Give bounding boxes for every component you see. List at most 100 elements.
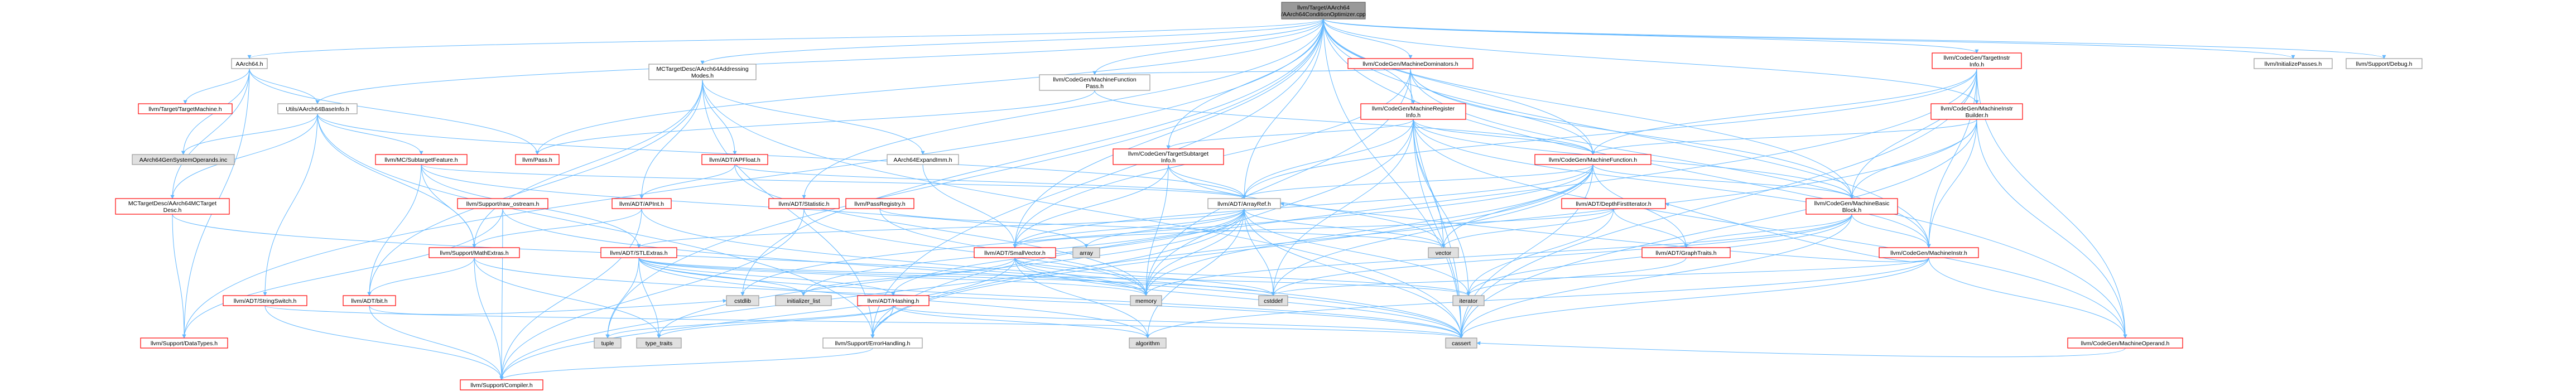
dependency-edge bbox=[605, 305, 894, 339]
node-label: llvm/ADT/SmallVector.h bbox=[984, 250, 1046, 257]
graph-node-apfloat[interactable]: llvm/ADT/APFloat.h bbox=[701, 154, 768, 165]
graph-node-statistic[interactable]: llvm/ADT/Statistic.h bbox=[768, 198, 840, 209]
graph-node-aarch64gensysop[interactable]: AArch64GenSystemOperands.inc bbox=[132, 154, 235, 165]
graph-node-expandimm[interactable]: AArch64ExpandImm.h bbox=[887, 154, 959, 165]
graph-node-smallvector[interactable]: llvm/ADT/SmallVector.h bbox=[974, 247, 1056, 258]
dependency-edge bbox=[1592, 164, 1854, 199]
dependency-edge bbox=[182, 208, 503, 339]
graph-node-root[interactable]: llvm/Target/AArch64/AArch64ConditionOpti… bbox=[1281, 2, 1366, 20]
dependency-edge bbox=[638, 257, 1463, 339]
graph-node-stlextras[interactable]: llvm/ADT/STLExtras.h bbox=[600, 247, 677, 258]
graph-node-algorithm[interactable]: algorithm bbox=[1129, 337, 1167, 349]
node-box bbox=[277, 103, 358, 114]
node-label: llvm/InitializePasses.h bbox=[2265, 61, 2322, 67]
node-box bbox=[428, 247, 520, 258]
graph-node-mdominators[interactable]: llvm/CodeGen/MachineDominators.h bbox=[1347, 58, 1474, 69]
dependency-edge bbox=[499, 208, 805, 380]
dependency-edge bbox=[264, 305, 504, 380]
node-label: Utils/AArch64BaseInfo.h bbox=[286, 106, 349, 113]
graph-node-aarch64baseinfo[interactable]: Utils/AArch64BaseInfo.h bbox=[277, 103, 358, 114]
node-box bbox=[594, 337, 622, 349]
dependency-edge bbox=[1244, 208, 1275, 296]
dependency-edge bbox=[421, 164, 1089, 248]
graph-node-array[interactable]: array bbox=[1072, 247, 1100, 258]
dependency-edge bbox=[369, 298, 727, 315]
dependency-edge bbox=[1410, 68, 1931, 248]
graph-node-dfiterator[interactable]: llvm/ADT/DepthFirstIterator.h bbox=[1561, 198, 1666, 209]
dependency-edge bbox=[1084, 208, 1245, 248]
graph-node-memory[interactable]: memory bbox=[1130, 295, 1162, 306]
graph-node-debug[interactable]: llvm/Support/Debug.h bbox=[2346, 58, 2423, 69]
node-box bbox=[2346, 58, 2423, 69]
graph-node-rawostream[interactable]: llvm/Support/raw_ostream.h bbox=[457, 198, 548, 209]
node-label: llvm/ADT/APFloat.h bbox=[709, 157, 760, 163]
dependency-edge bbox=[1166, 119, 1414, 149]
graph-node-mcsubtarget[interactable]: llvm/MC/SubtargetFeature.h bbox=[375, 154, 468, 165]
graph-node-aarch64h[interactable]: AArch64.h bbox=[231, 58, 268, 69]
node-box bbox=[1258, 295, 1288, 306]
node-label: tuple bbox=[601, 340, 614, 347]
graph-node-targetmachine[interactable]: llvm/Target/TargetMachine.h bbox=[138, 103, 233, 114]
graph-node-cassert[interactable]: cassert bbox=[1445, 337, 1477, 349]
node-box bbox=[223, 295, 307, 306]
dependency-edge bbox=[1441, 208, 1614, 248]
graph-node-initlist[interactable]: initializer_list bbox=[775, 295, 832, 306]
node-label: llvm/Support/MathExtras.h bbox=[440, 250, 508, 257]
node-box bbox=[612, 198, 672, 209]
dependency-edge bbox=[1244, 208, 1463, 339]
graph-node-bit[interactable]: llvm/ADT/bit.h bbox=[343, 295, 396, 306]
graph-node-typetraits[interactable]: type_traits bbox=[636, 337, 682, 349]
dependency-edge bbox=[1413, 119, 1471, 296]
graph-node-graphtraits[interactable]: llvm/ADT/GraphTraits.h bbox=[1641, 247, 1731, 258]
graph-node-cstdlib[interactable]: cstdlib bbox=[726, 295, 759, 306]
graph-node-stringswitch[interactable]: llvm/ADT/StringSwitch.h bbox=[223, 295, 307, 306]
node-label: llvm/CodeGen/TargetSubtarget bbox=[1128, 151, 1208, 157]
graph-node-mfunction[interactable]: llvm/CodeGen/MachineFunction.h bbox=[1534, 154, 1651, 165]
dependency-edge bbox=[499, 208, 1245, 380]
node-box bbox=[1113, 148, 1224, 165]
graph-node-vector[interactable]: vector bbox=[1428, 247, 1459, 258]
node-box bbox=[1129, 337, 1167, 349]
dependency-edge bbox=[182, 18, 1324, 339]
graph-node-errorhandling[interactable]: llvm/Support/ErrorHandling.h bbox=[822, 337, 923, 349]
dependency-edge bbox=[170, 68, 250, 199]
node-box bbox=[1360, 103, 1466, 120]
graph-node-moperand[interactable]: llvm/CodeGen/MachineOperand.h bbox=[2067, 337, 2183, 349]
graph-node-iterator[interactable]: iterator bbox=[1452, 295, 1485, 306]
graph-node-arrayref[interactable]: llvm/ADT/ArrayRef.h bbox=[1207, 198, 1281, 209]
node-label: llvm/ADT/Hashing.h bbox=[868, 298, 919, 305]
node-box bbox=[1039, 74, 1150, 91]
graph-node-initpasses[interactable]: llvm/InitializePasses.h bbox=[2254, 58, 2333, 69]
dependency-edge bbox=[639, 79, 703, 199]
node-box bbox=[343, 295, 396, 306]
graph-node-passregistry[interactable]: llvm/PassRegistry.h bbox=[845, 198, 914, 209]
graph-node-minstr[interactable]: llvm/CodeGen/MachineInstr.h bbox=[1879, 247, 1979, 258]
dependency-edge bbox=[1927, 119, 1977, 248]
dependency-edge bbox=[700, 18, 1324, 65]
dependency-edge bbox=[535, 90, 1095, 155]
graph-node-datatypes[interactable]: llvm/Support/DataTypes.h bbox=[140, 337, 228, 349]
node-label: llvm/CodeGen/MachineInstr.h bbox=[1890, 250, 1967, 257]
dependency-edge bbox=[740, 164, 1593, 296]
dependency-edge bbox=[1927, 68, 1977, 248]
dependency-edge bbox=[702, 79, 925, 155]
graph-node-hashing[interactable]: llvm/ADT/Hashing.h bbox=[857, 295, 930, 306]
graph-node-apint[interactable]: llvm/ADT/APInt.h bbox=[612, 198, 672, 209]
graph-node-pass[interactable]: llvm/Pass.h bbox=[515, 154, 560, 165]
node-box bbox=[1879, 247, 1979, 258]
dependency-edge bbox=[421, 164, 476, 248]
graph-node-compiler[interactable]: llvm/Support/Compiler.h bbox=[460, 379, 543, 390]
graph-node-cstddef[interactable]: cstddef bbox=[1258, 295, 1288, 306]
graph-node-tuple[interactable]: tuple bbox=[594, 337, 622, 349]
graph-node-mathextras[interactable]: llvm/Support/MathExtras.h bbox=[428, 247, 520, 258]
node-label: llvm/Support/Compiler.h bbox=[470, 382, 533, 389]
node-box bbox=[1445, 337, 1477, 349]
